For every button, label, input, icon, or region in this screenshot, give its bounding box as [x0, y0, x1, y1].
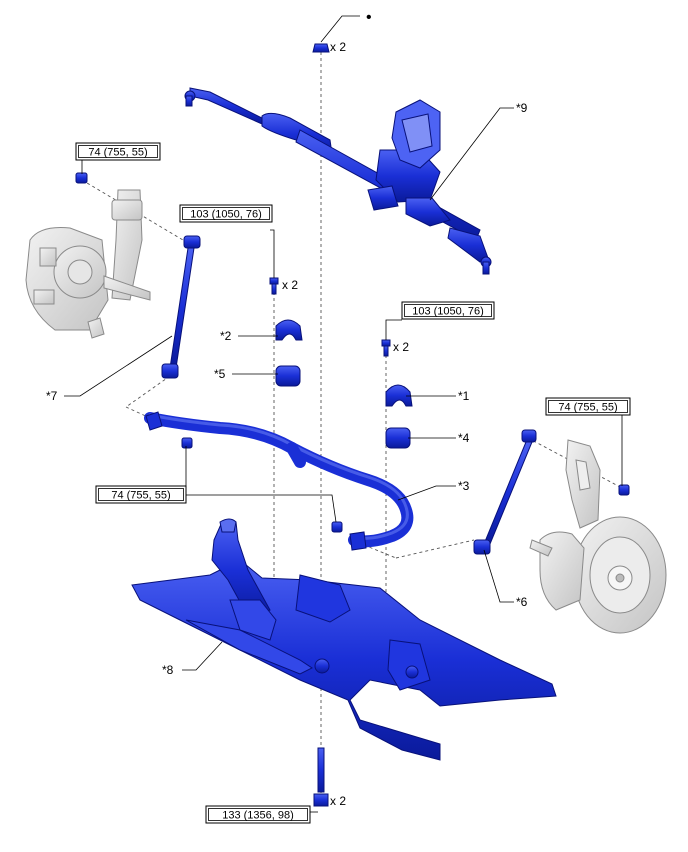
torque-box-tie-rod-nut: 74 (755, 55) — [75, 142, 161, 161]
torque-value: 103 (1050, 76) — [412, 306, 484, 318]
callout-3: *3 — [458, 479, 470, 493]
front-suspension-crossmember — [131, 518, 557, 761]
stabilizer-bar — [144, 411, 414, 551]
torque-value: 74 (755, 55) — [558, 402, 617, 414]
right-stabilizer-link — [473, 429, 537, 555]
right-knuckle-assembly — [529, 439, 667, 634]
callout-6: *6 — [516, 595, 528, 609]
torque-box-crossmember-bolt: 133 (1356, 98) — [205, 805, 311, 824]
callout-8: *8 — [162, 663, 174, 677]
callout-5: *5 — [214, 367, 226, 381]
dashed-guides — [81, 52, 623, 800]
torque-value: 74 (755, 55) — [111, 490, 170, 502]
callout-7: *7 — [46, 389, 58, 403]
left-stabilizer-link — [161, 235, 201, 379]
non-reusable-marker: • — [366, 9, 372, 26]
torque-box-left-bracket-bolt: 103 (1050, 76) — [179, 204, 273, 223]
qty-right-bolt: x 2 — [393, 340, 409, 354]
torque-value: 74 (755, 55) — [88, 147, 147, 159]
steering-gear-assembly — [184, 87, 492, 275]
qty-left-bolt: x 2 — [282, 278, 298, 292]
callout-4: *4 — [458, 431, 470, 445]
torque-value: 133 (1356, 98) — [222, 810, 294, 822]
torque-box-right-link-nut: 74 (755, 55) — [545, 397, 631, 416]
hardware — [75, 43, 630, 807]
leader-lines — [64, 15, 623, 813]
callout-2: *2 — [220, 329, 232, 343]
torque-box-stabilizer-link-nut: 74 (755, 55) — [95, 485, 187, 504]
callout-9: *9 — [516, 101, 528, 115]
qty-bottom-bolt: x 2 — [330, 794, 346, 808]
torque-box-right-bracket-bolt: 103 (1050, 76) — [401, 301, 495, 320]
torque-value: 103 (1050, 76) — [190, 209, 262, 221]
qty-top-nut: x 2 — [330, 40, 346, 54]
callout-1: *1 — [458, 389, 470, 403]
left-knuckle-assembly — [25, 189, 151, 339]
